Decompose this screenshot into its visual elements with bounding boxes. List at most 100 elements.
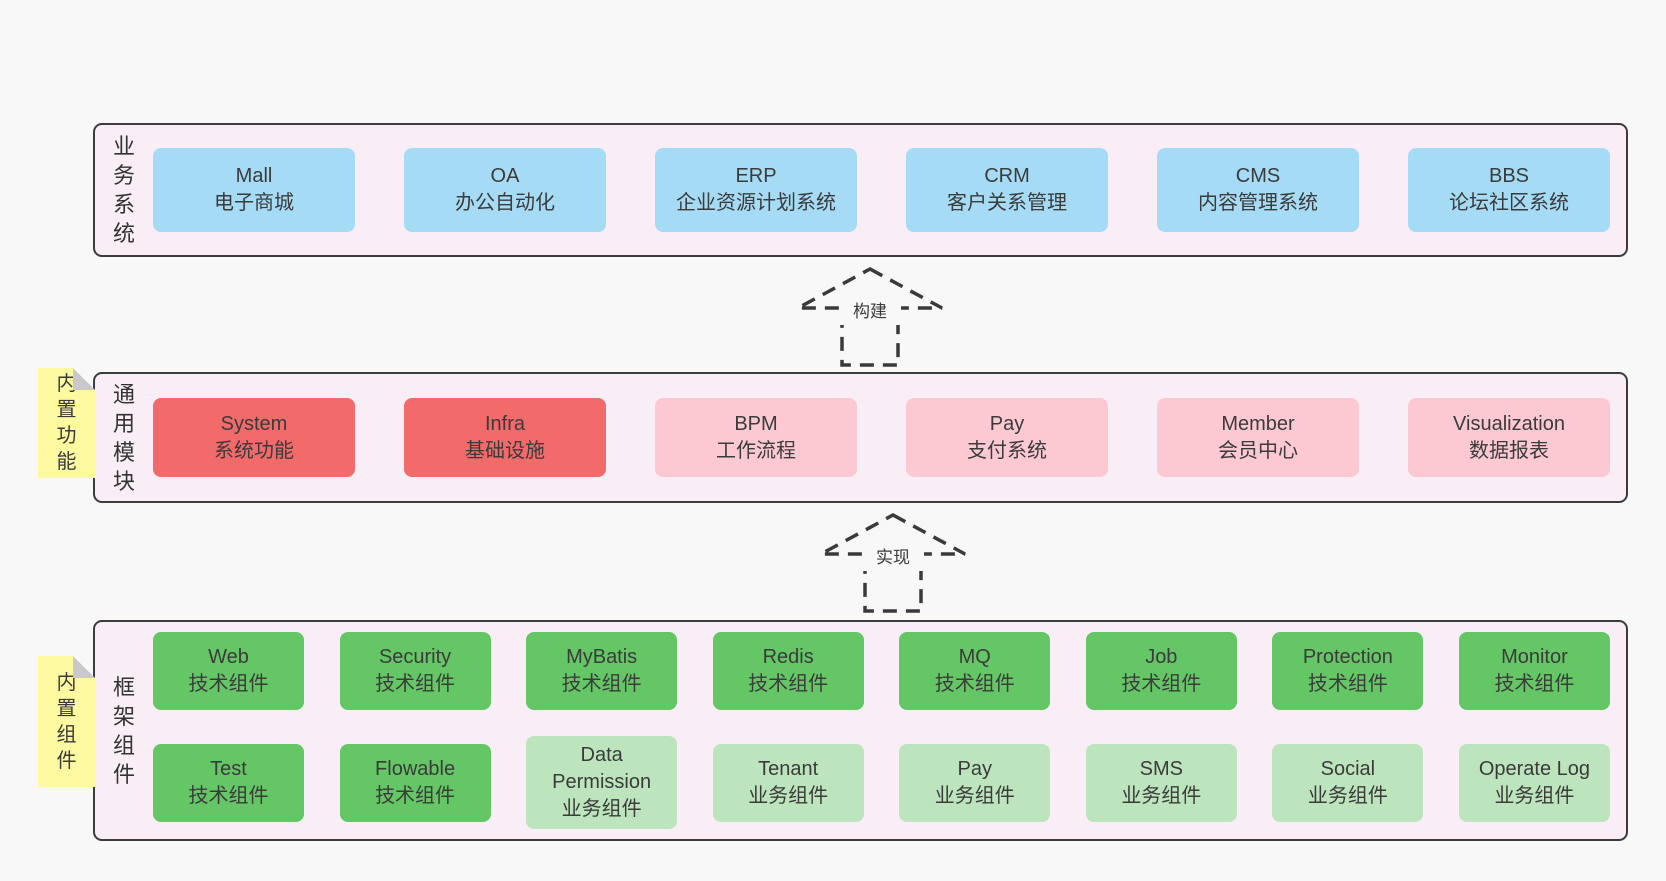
vertical-label-char: 业 xyxy=(112,134,135,159)
vertical-label-char: 架 xyxy=(112,703,135,729)
box-subtitle: 技术组件 xyxy=(188,784,269,807)
box-subtitle: 业务组件 xyxy=(561,798,642,820)
box-subtitle: 工作流程 xyxy=(716,439,796,462)
box-subtitle: 技术组件 xyxy=(934,673,1015,695)
box-title: MyBatis xyxy=(566,646,638,668)
vertical-label-char: 统 xyxy=(112,221,135,246)
box-subtitle: 数据报表 xyxy=(1469,439,1549,462)
box-subtitle: 业务组件 xyxy=(934,784,1015,807)
box-subtitle: 技术组件 xyxy=(561,673,642,695)
box-title: Pay xyxy=(957,757,992,780)
box-title: Monitor xyxy=(1501,646,1568,668)
box-title: Visualization xyxy=(1453,412,1565,435)
box-title: CMS xyxy=(1235,165,1281,187)
vertical-label-char: 组 xyxy=(56,723,77,746)
box-title: SMS xyxy=(1139,757,1183,780)
box-subtitle: 内容管理系统 xyxy=(1198,192,1318,214)
vertical-label-char: 内 xyxy=(56,671,77,694)
vertical-label-char: 务 xyxy=(112,163,135,188)
box-title: CRM xyxy=(984,165,1030,187)
arrow-label: 实现 xyxy=(876,548,910,567)
box-subtitle: 业务组件 xyxy=(748,784,829,807)
vertical-label-char: 能 xyxy=(56,451,77,473)
box-subtitle: 业务组件 xyxy=(1494,784,1575,807)
box-title: Mall xyxy=(235,165,273,187)
arrow-label-backdrop xyxy=(862,543,924,571)
box-pay: Pay 业务组件 xyxy=(899,743,1051,822)
arrow-outline xyxy=(820,513,966,613)
box-subtitle: 办公自动化 xyxy=(455,192,555,214)
box-mybatis: MyBatis 技术组件 xyxy=(526,632,678,710)
box-pay: Pay 支付系统 xyxy=(906,398,1108,477)
box-subtitle: 技术组件 xyxy=(1494,673,1575,695)
layer-side-label: 业务系统 xyxy=(95,125,153,255)
box-title: OA xyxy=(490,165,520,187)
layer-side-label: 框架组件 xyxy=(95,622,153,839)
box-row: Mall 电子商城 OA 办公自动化 ERP 企业资源计划系统 CRM 客户关系管理 CMS 内容… xyxy=(153,148,1610,232)
box-erp: ERP 企业资源计划系统 xyxy=(655,148,857,232)
box-subtitle: 客户关系管理 xyxy=(947,192,1067,214)
vertical-label-char: 模 xyxy=(112,439,135,465)
box-subtitle: 技术组件 xyxy=(375,673,456,695)
box-web: Web 技术组件 xyxy=(153,632,304,710)
box-title: Data Permission xyxy=(552,744,652,793)
box-cms: CMS 内容管理系统 xyxy=(1157,148,1359,232)
vertical-label-char: 置 xyxy=(56,697,77,720)
box-subtitle: 系统功能 xyxy=(214,439,294,462)
box-subtitle: 支付系统 xyxy=(967,439,1047,462)
box-test: Test 技术组件 xyxy=(153,743,304,822)
box-visualization: Visualization 数据报表 xyxy=(1408,398,1610,477)
sticky-note-builtin-features: 内置功能 xyxy=(38,368,95,478)
vertical-label-char: 内 xyxy=(56,373,77,395)
box-subtitle: 电子商城 xyxy=(214,192,294,214)
box-title: ERP xyxy=(735,165,777,187)
box-title: Member xyxy=(1221,412,1295,435)
arrow-label-backdrop xyxy=(839,297,901,325)
box-crm: CRM 客户关系管理 xyxy=(906,148,1108,232)
box-title: Test xyxy=(210,757,247,780)
box-subtitle: 基础设施 xyxy=(465,439,545,462)
arrow-label: 构建 xyxy=(853,302,887,321)
box-title: Pay xyxy=(989,412,1025,435)
box-monitor: Monitor 技术组件 xyxy=(1458,632,1610,710)
box-security: Security 技术组件 xyxy=(339,632,491,710)
vertical-label-char: 件 xyxy=(56,749,77,772)
box-system: System 系统功能 xyxy=(153,398,355,477)
vertical-label-char: 通 xyxy=(112,381,135,407)
box-title: Security xyxy=(378,646,452,668)
vertical-label-char: 框 xyxy=(112,674,135,700)
box-title: BPM xyxy=(734,412,778,435)
layer-side-label: 通用模块 xyxy=(95,374,153,501)
vertical-label-char: 功 xyxy=(56,425,77,447)
dashed-up-arrow-build: 构建 xyxy=(797,267,943,367)
vertical-label-char: 块 xyxy=(112,468,135,494)
box-subtitle: 技术组件 xyxy=(1307,673,1388,695)
box-title: Infra xyxy=(484,412,526,435)
box-title: System xyxy=(220,412,288,435)
box-oa: OA 办公自动化 xyxy=(404,148,606,232)
layer-framework-components: 框架组件 Web 技术组件 Security 技术组件 MyBatis 技术组件 Redis… xyxy=(93,620,1628,841)
box-subtitle: 企业资源计划系统 xyxy=(676,192,836,214)
arrow-outline xyxy=(797,267,943,367)
box-title: Web xyxy=(208,646,249,668)
box-title: Redis xyxy=(762,646,814,668)
vertical-label-char: 组 xyxy=(112,732,135,758)
box-subtitle: 技术组件 xyxy=(188,673,269,695)
layer-common-modules: 通用模块 System 系统功能 Infra 基础设施 BPM 工作流程 Pay 支付系统 Me… xyxy=(93,372,1628,503)
box-title: Social xyxy=(1320,757,1376,780)
box-title: Flowable xyxy=(375,757,456,780)
